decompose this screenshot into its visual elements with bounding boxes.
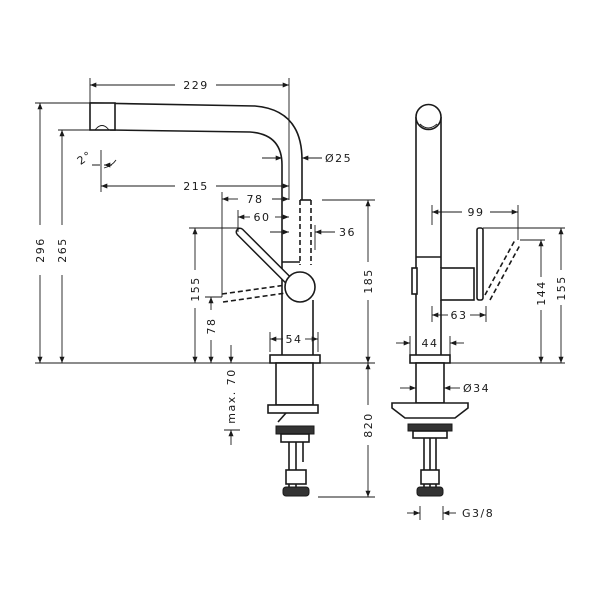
dim-angle: 2° [75, 148, 95, 168]
pull-out-hose-outline [299, 200, 312, 265]
hose-connectors [282, 486, 310, 497]
dim-296: 296 [34, 237, 47, 263]
dim-44: 44 [422, 337, 439, 350]
dim-215: 215 [183, 180, 209, 193]
side-shank [415, 362, 445, 404]
dim-155-lever: 155 [189, 276, 202, 302]
side-lever-open [484, 239, 521, 301]
valve-block [440, 267, 475, 301]
dim-63: 63 [451, 309, 468, 322]
dim-99: 99 [468, 206, 485, 219]
side-lever [476, 227, 484, 301]
dim-155-side: 155 [555, 275, 568, 301]
aerator [94, 125, 110, 131]
dim-36: 36 [339, 226, 356, 239]
dim-54: 54 [286, 333, 303, 346]
shank [275, 362, 314, 406]
dim-g3-8: G3/8 [462, 507, 494, 520]
base-ring [269, 354, 321, 364]
dim-265: 265 [56, 237, 69, 263]
mounting-flange [267, 404, 319, 414]
spout-inner [109, 129, 283, 255]
supply-hoses [288, 442, 304, 495]
dim-78-lever: 78 [247, 193, 264, 206]
side-flange [391, 402, 469, 419]
dim-diameter-34: Ø34 [463, 382, 490, 395]
side-base-ring [409, 354, 451, 364]
side-nut [407, 423, 453, 432]
spout-top [415, 103, 442, 131]
lever-knob [284, 271, 316, 303]
side-column [415, 117, 442, 355]
mounting-nut [275, 425, 315, 435]
lever-open-position [221, 284, 287, 303]
front-view: 229 296 265 2° Ø25 215 78 60 36 [34, 78, 375, 498]
dim-max-70: max. 70 [225, 368, 238, 423]
side-view: 99 144 155 63 44 Ø34 G3/8 [391, 103, 568, 520]
dim-diameter-25: Ø25 [325, 152, 352, 165]
dim-144: 144 [535, 280, 548, 306]
dim-78-low: 78 [205, 318, 218, 335]
spout [89, 102, 303, 200]
dim-820: 820 [362, 412, 375, 438]
dim-185: 185 [362, 268, 375, 294]
dim-229: 229 [183, 79, 209, 92]
dim-60: 60 [254, 211, 271, 224]
